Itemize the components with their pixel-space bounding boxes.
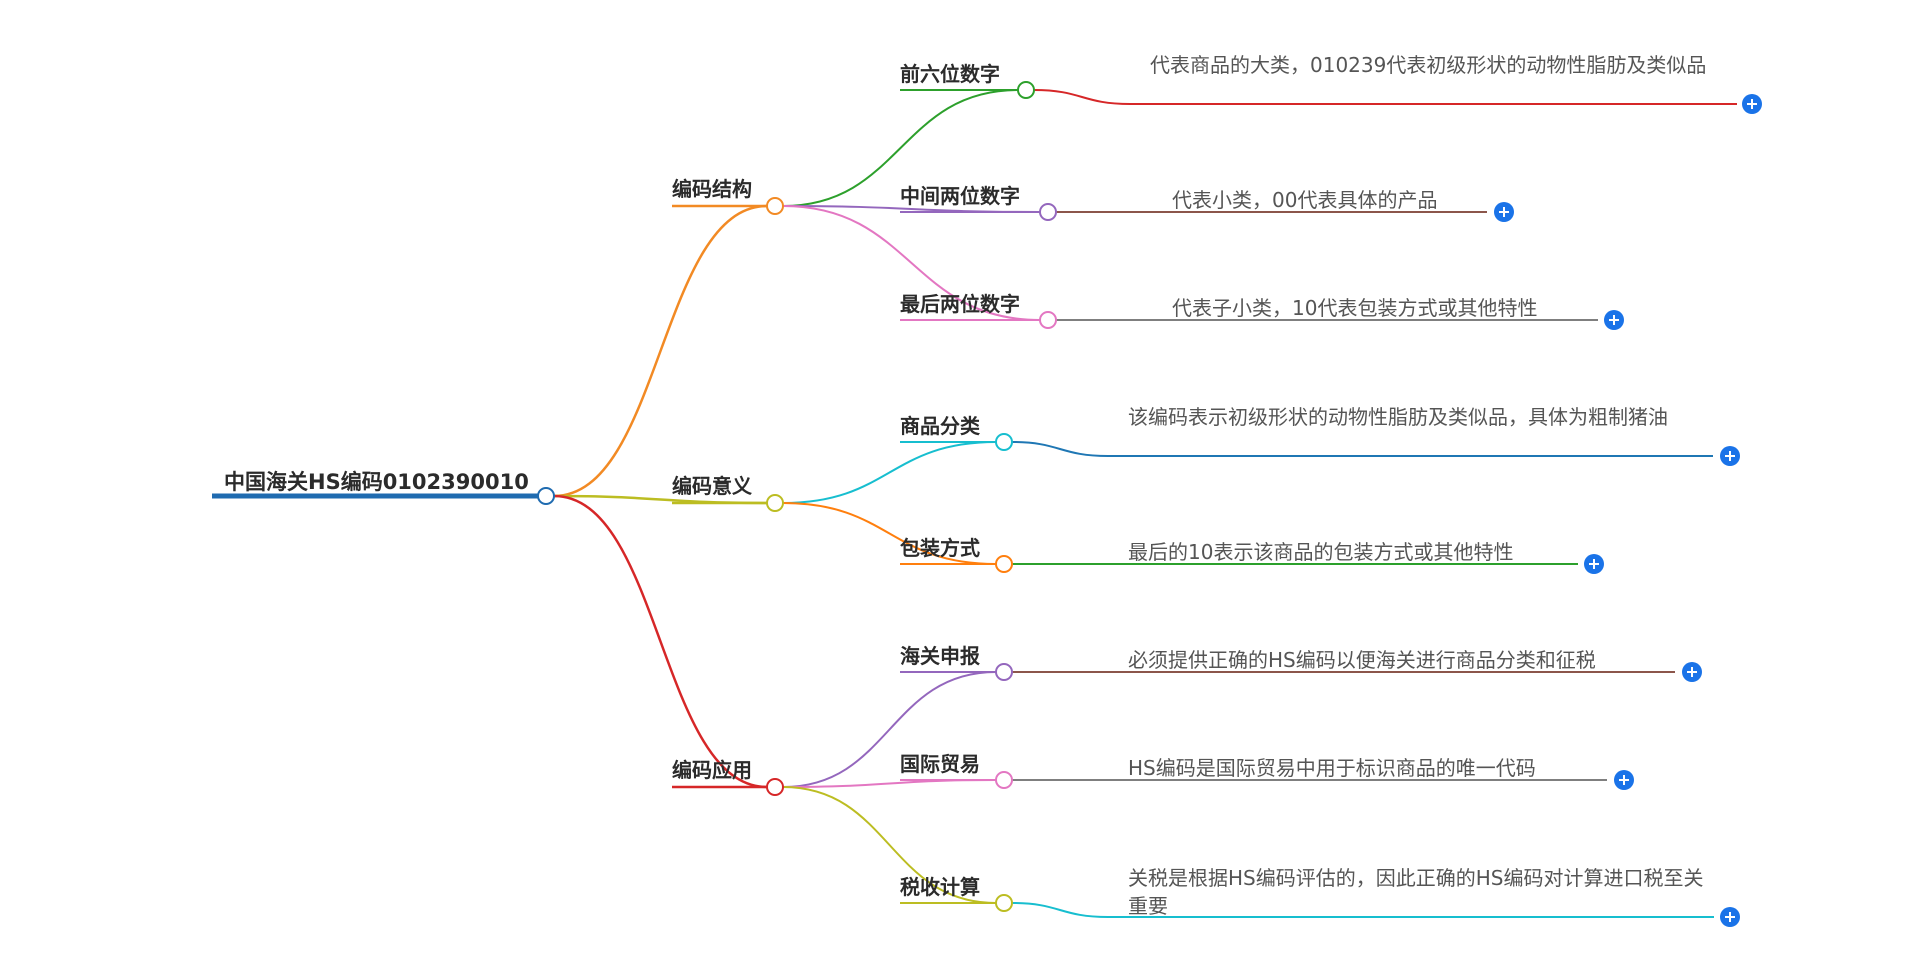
leaf-text-packaging: 最后的10表示该商品的包装方式或其他特性 [1128,540,1514,564]
node-label-last-two-digits[interactable]: 最后两位数字 [900,292,1020,316]
edge-node-0-0-to-leaf [1033,89,1131,105]
edge-branch-0-to-node-0 [782,89,1019,207]
branch-label-meaning[interactable]: 编码意义 [672,474,752,498]
edge-branch-0-to-node-2 [782,205,1041,321]
edge-branch-2-to-node-2 [782,786,997,904]
node-label-middle-two-digits[interactable]: 中间两位数字 [900,184,1020,208]
leaf-text-middle-two-digits: 代表小类，00代表具体的产品 [1172,188,1438,212]
leaf-text-first-six-digits: 代表商品的大类，010239代表初级形状的动物性脂肪及类似品 [1150,53,1707,77]
node-circle-2-1[interactable] [995,771,1013,789]
edge-branch-2-to-node-0 [782,671,997,788]
edge-root-to-branch-0 [553,204,768,498]
branch-node-circle-1[interactable] [766,494,784,512]
leaf-text-international-trade: HS编码是国际贸易中用于标识商品的唯一代码 [1128,756,1536,780]
branch-label-application[interactable]: 编码应用 [672,758,752,782]
node-label-tax-calculation[interactable]: 税收计算 [900,875,980,899]
leaf-text-last-two-digits: 代表子小类，10代表包装方式或其他特性 [1172,296,1538,320]
branch-node-circle-2[interactable] [766,778,784,796]
edge-node-1-0-to-leaf [1011,441,1109,457]
node-circle-2-2[interactable] [995,894,1013,912]
node-label-product-classification[interactable]: 商品分类 [900,414,980,438]
node-circle-0-0[interactable] [1017,81,1035,99]
node-circle-1-0[interactable] [995,433,1013,451]
edge-branch-1-to-node-0 [782,441,997,504]
root-node-label[interactable]: 中国海关HS编码0102390010 [224,470,529,494]
leaf-text-tax-calculation: 关税是根据HS编码评估的，因此正确的HS编码对计算进口税至关重要 [1128,866,1704,918]
branch-node-circle-0[interactable] [766,197,784,215]
edge-root-to-branch-2 [553,494,768,789]
node-circle-0-2[interactable] [1039,311,1057,329]
node-label-first-six-digits[interactable]: 前六位数字 [900,62,1000,86]
node-label-customs-declaration[interactable]: 海关申报 [900,644,980,668]
node-circle-0-1[interactable] [1039,203,1057,221]
node-circle-1-1[interactable] [995,555,1013,573]
leaf-text-customs-declaration: 必须提供正确的HS编码以便海关进行商品分类和征税 [1128,648,1596,672]
leaf-text-product-classification: 该编码表示初级形状的动物性脂肪及类似品，具体为粗制猪油 [1128,405,1668,429]
branch-label-structure[interactable]: 编码结构 [672,177,752,201]
node-circle-2-0[interactable] [995,663,1013,681]
edge-node-2-2-to-leaf [1011,902,1109,918]
edge-branch-1-to-node-1 [782,502,997,565]
node-label-packaging[interactable]: 包装方式 [900,536,980,560]
root-node-circle[interactable] [537,487,555,505]
node-label-international-trade[interactable]: 国际贸易 [900,752,980,776]
